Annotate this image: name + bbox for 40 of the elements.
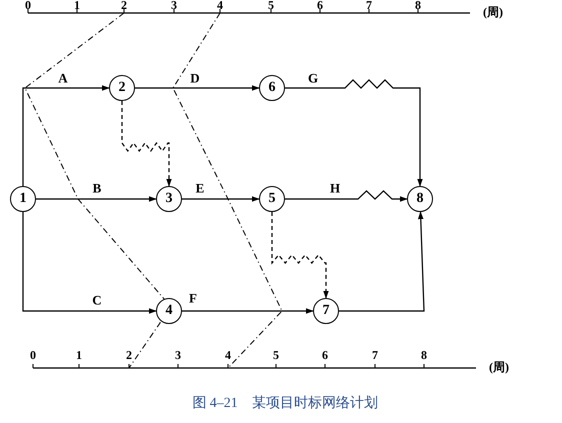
- dashed-arrow: [121, 101, 172, 187]
- tick-label: 3: [171, 0, 177, 11]
- arrow: [22, 212, 157, 314]
- tick-label: 5: [273, 349, 279, 361]
- tick-label: 8: [415, 0, 421, 11]
- arrow: [182, 308, 314, 314]
- tick-label: 6: [317, 0, 323, 11]
- tick-label: 8: [421, 349, 427, 361]
- arrow: [285, 79, 423, 187]
- edge-label: E: [194, 182, 206, 194]
- arrow: [182, 196, 260, 202]
- edge-label: D: [189, 72, 201, 84]
- unit-label: (周): [489, 361, 509, 373]
- tick-label: 1: [74, 0, 80, 11]
- tick-label: 2: [121, 0, 127, 11]
- edge-label: H: [328, 182, 342, 194]
- tick-label: 7: [366, 0, 372, 11]
- arrow: [22, 85, 110, 186]
- dashed-arrow: [271, 212, 329, 299]
- tick-label: 6: [322, 349, 328, 361]
- tick-label: 4: [217, 0, 223, 11]
- arrow: [285, 190, 408, 202]
- unit-label: (周): [483, 6, 503, 18]
- tick-label: 2: [126, 349, 132, 361]
- caption: 图 4–21 某项目时标网络计划: [191, 394, 379, 413]
- edge-label: C: [91, 294, 103, 306]
- tick-label: 0: [25, 0, 31, 11]
- arrow: [339, 211, 425, 312]
- edge-label: F: [188, 292, 198, 304]
- arrow: [36, 196, 157, 202]
- edge-label: G: [306, 72, 320, 84]
- tick-label: 0: [30, 349, 36, 361]
- edge-label: A: [57, 72, 69, 84]
- tick-label: 1: [76, 349, 82, 361]
- arrow: [135, 85, 260, 91]
- tick-label: 5: [268, 0, 274, 11]
- tick-label: 7: [372, 349, 378, 361]
- edge-label: B: [92, 182, 102, 194]
- tick-label: 3: [175, 349, 181, 361]
- tick-label: 4: [225, 349, 231, 361]
